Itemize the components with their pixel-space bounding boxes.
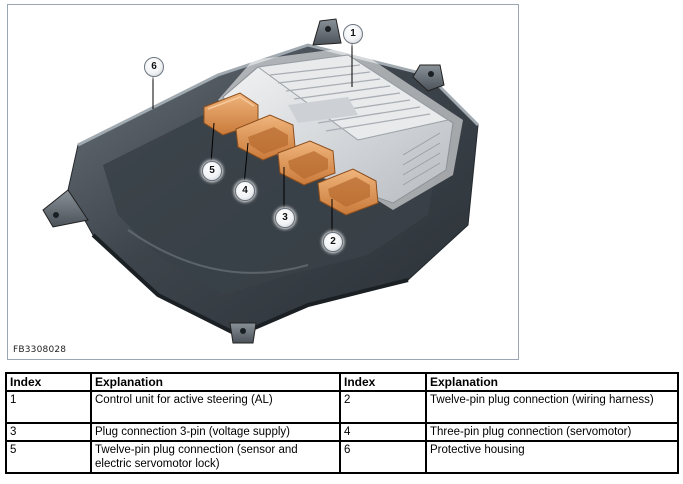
legend-header-row: Index Explanation Index Explanation	[5, 372, 679, 392]
header-explanation-2: Explanation	[425, 372, 679, 392]
mounting-lug-right	[412, 64, 445, 92]
figure-frame: 1 2 3 4 5 6 FB3308028	[7, 4, 519, 360]
explanation-cell: Protective housing	[425, 440, 679, 474]
index-cell: 1	[5, 390, 92, 424]
index-cell: 3	[5, 422, 92, 442]
callout-3: 3	[275, 208, 295, 228]
callout-4: 4	[235, 181, 255, 201]
explanation-cell: Plug connection 3-pin (voltage supply)	[90, 422, 341, 442]
header-index-1: Index	[5, 372, 92, 392]
header-index-2: Index	[339, 372, 427, 392]
mounting-lug-top	[312, 18, 342, 46]
mounting-lug-bottom	[229, 322, 257, 344]
explanation-cell: Twelve-pin plug connection (wiring harne…	[425, 390, 679, 424]
index-cell: 2	[339, 390, 427, 424]
table-row: 1 Control unit for active steering (AL) …	[5, 390, 679, 424]
index-cell: 4	[339, 422, 427, 442]
header-explanation-1: Explanation	[90, 372, 341, 392]
callout-1: 1	[343, 24, 363, 44]
figure-id-label: FB3308028	[13, 345, 67, 355]
callout-6: 6	[144, 57, 164, 77]
legend-table: Index Explanation Index Explanation 1 Co…	[5, 372, 679, 474]
table-row: 3 Plug connection 3-pin (voltage supply)…	[5, 422, 679, 442]
explanation-cell: Control unit for active steering (AL)	[90, 390, 341, 424]
leader-lines	[152, 43, 353, 233]
table-row: 5 Twelve-pin plug connection (sensor and…	[5, 440, 679, 474]
callout-2: 2	[323, 232, 343, 252]
explanation-cell: Three-pin plug connection (servomotor)	[425, 422, 679, 442]
mounting-lug-left	[42, 189, 89, 228]
control-unit-illustration	[42, 18, 480, 344]
index-cell: 5	[5, 440, 92, 474]
callout-5: 5	[202, 161, 222, 181]
plug-4	[235, 114, 296, 161]
plug-2	[317, 168, 379, 216]
index-cell: 6	[339, 440, 427, 474]
explanation-cell: Twelve-pin plug connection (sensor and e…	[90, 440, 341, 474]
plug-3	[277, 140, 336, 186]
